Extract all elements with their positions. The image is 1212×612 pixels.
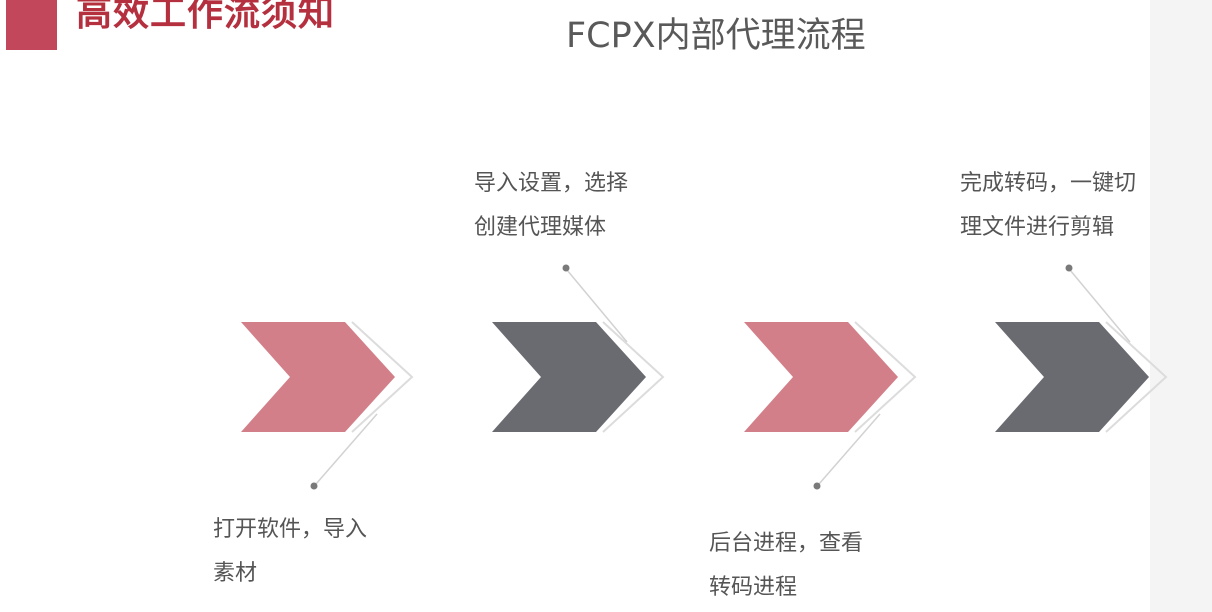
step-2-label-line-2: 创建代理媒体 bbox=[474, 215, 607, 240]
step-3-chevron-arrow bbox=[744, 322, 898, 432]
step-1-connector-dot bbox=[310, 482, 318, 490]
right-margin-strip bbox=[1150, 0, 1212, 612]
step-3-label-line-2: 转码进程 bbox=[709, 575, 798, 600]
step-2-chevron-arrow bbox=[492, 322, 646, 432]
step-3-label: 后台进程，查看 转码进程 bbox=[709, 522, 863, 610]
step-3-chevron-outline bbox=[854, 321, 917, 433]
step-2-chevron-outline bbox=[602, 321, 665, 433]
step-4-connector-line bbox=[1069, 269, 1131, 343]
step-2-label: 导入设置，选择 创建代理媒体 bbox=[474, 162, 628, 250]
step-4-label-line-2: 理文件进行剪辑 bbox=[960, 215, 1115, 240]
title-accent-bar bbox=[6, 0, 57, 50]
step-2-chevron-group bbox=[492, 264, 665, 433]
step-4-chevron-group bbox=[995, 264, 1168, 433]
step-3-connector-line bbox=[818, 413, 881, 485]
step-1-label: 打开软件，导入 素材 bbox=[213, 508, 367, 596]
slide-background bbox=[0, 0, 1150, 612]
step-4-label: 完成转码，一键切 理文件进行剪辑 bbox=[960, 162, 1160, 250]
step-4-connector-dot bbox=[1065, 264, 1073, 272]
main-title: FCPX内部代理流程 bbox=[566, 16, 866, 56]
step-3-connector-dot bbox=[813, 482, 821, 490]
section-title: 高效工作流须知 bbox=[76, 0, 336, 34]
step-4-chevron-arrow bbox=[995, 322, 1149, 432]
step-3-chevron-group bbox=[744, 321, 917, 490]
step-2-label-line-1: 导入设置，选择 bbox=[474, 171, 629, 196]
step-3-label-line-1: 后台进程，查看 bbox=[709, 531, 864, 556]
step-1-chevron-outline bbox=[351, 321, 414, 433]
step-1-chevron-group bbox=[241, 321, 414, 490]
step-1-connector-line bbox=[315, 413, 378, 485]
step-4-chevron-outline bbox=[1105, 321, 1168, 433]
step-1-label-line-2: 素材 bbox=[213, 561, 258, 586]
step-2-connector-dot bbox=[562, 264, 570, 272]
step-1-chevron-arrow bbox=[241, 322, 395, 432]
step-4-label-line-1: 完成转码，一键切 bbox=[960, 171, 1137, 196]
step-1-label-line-1: 打开软件，导入 bbox=[213, 517, 368, 542]
step-2-connector-line bbox=[566, 269, 628, 343]
